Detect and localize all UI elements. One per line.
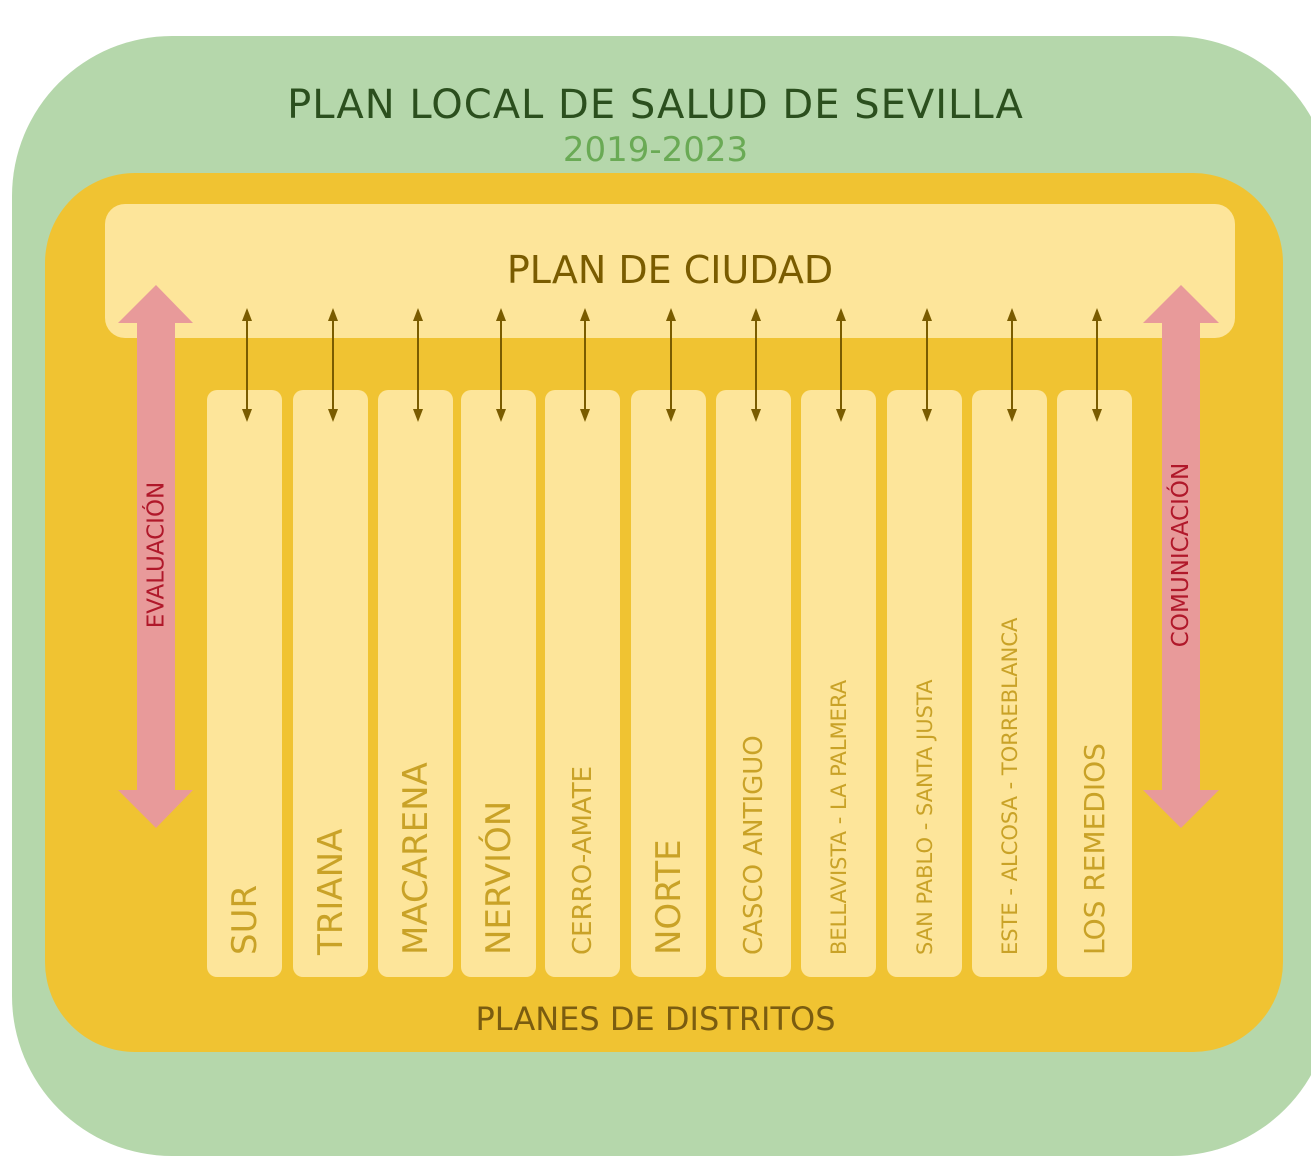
district-box: TRIANA: [293, 390, 368, 977]
district-box: NERVIÓN: [461, 390, 536, 977]
district-box: SUR: [207, 390, 282, 977]
district-box: MACARENA: [378, 390, 453, 977]
link-arrow: [1007, 308, 1017, 422]
city-plan-label: PLAN DE CIUDAD: [506, 248, 834, 292]
link-arrow: [413, 308, 423, 422]
link-arrow: [242, 308, 252, 422]
district-box: CERRO-AMATE: [545, 390, 620, 977]
communication-arrow: [1143, 285, 1219, 828]
communication-label: COMUNICACIÓN: [1168, 462, 1194, 648]
district-box: NORTE: [631, 390, 706, 977]
link-arrow: [751, 308, 761, 422]
link-arrow: [496, 308, 506, 422]
link-arrow: [1092, 308, 1102, 422]
district-box: CASCO ANTIGUO: [716, 390, 791, 977]
arrows-layer: [118, 285, 1219, 828]
evaluation-label: EVALUACIÓN: [142, 481, 169, 629]
district-box: ESTE - ALCOSA - TORREBLANCA: [972, 390, 1047, 977]
district-box: BELLAVISTA - LA PALMERA: [801, 390, 876, 977]
link-arrow: [922, 308, 932, 422]
diagram-title: PLAN LOCAL DE SALUD DE SEVILLA: [287, 82, 1024, 128]
evaluation-arrow: [118, 285, 193, 828]
period-label: 2019-2023: [562, 130, 749, 170]
district-box: SAN PABLO - SANTA JUSTA: [887, 390, 962, 977]
link-arrow: [666, 308, 676, 422]
link-arrow: [836, 308, 846, 422]
district-plans-label: PLANES DE DISTRITOS: [475, 1000, 836, 1038]
link-arrow: [328, 308, 338, 422]
district-box: LOS REMEDIOS: [1057, 390, 1132, 977]
link-arrow: [580, 308, 590, 422]
